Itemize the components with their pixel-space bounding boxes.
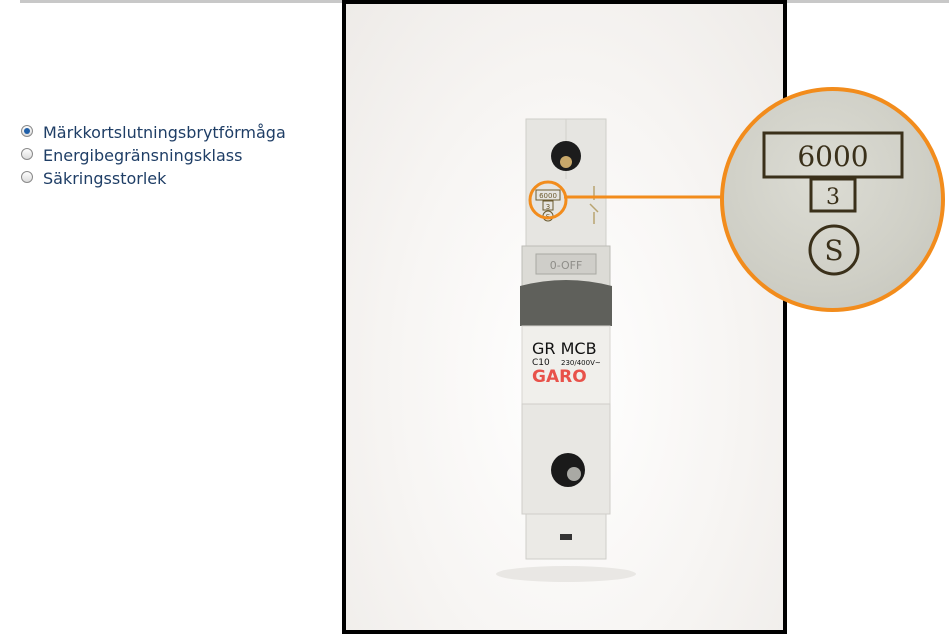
radio-unselected[interactable]	[21, 170, 33, 183]
radio-unselected[interactable]	[21, 147, 33, 160]
brand-logo: GARO	[532, 367, 587, 387]
curve-label: C10	[532, 358, 550, 368]
switch-off-label: 0-OFF	[550, 259, 583, 272]
circuit-breaker-image: 6000 3 S 0-OFF GR MCB C10 230/400V~ GARO	[496, 118, 636, 582]
voltage-label: 230/400V~	[561, 359, 601, 367]
option-label: Säkringsstorlek	[43, 169, 167, 188]
model-label: GR MCB	[532, 339, 597, 358]
highlight-circle	[528, 180, 568, 220]
option-sakringsstorlek[interactable]: Säkringsstorlek	[21, 167, 286, 190]
zoom-detail: 6000 3 S	[762, 131, 904, 276]
toggle-lever	[520, 280, 612, 326]
zoom-cert-text: S	[824, 234, 843, 267]
option-label: Energibegränsningsklass	[43, 146, 243, 165]
breaker-photo-frame: 6000 3 S 0-OFF GR MCB C10 230/400V~ GARO	[342, 0, 787, 634]
option-markkortslutningsbrytformaga[interactable]: Märkkortslutningsbrytförmåga	[21, 121, 286, 144]
zoom-magnifier: 6000 3 S	[720, 87, 945, 312]
radio-selected[interactable]	[21, 124, 33, 137]
rating-mark-text: 6000	[539, 192, 557, 200]
zoom-class-text: 3	[826, 185, 840, 210]
rating-mark	[535, 189, 561, 201]
option-label: Märkkortslutningsbrytförmåga	[43, 123, 286, 142]
zoom-rating-text: 6000	[797, 140, 868, 173]
answer-options: Märkkortslutningsbrytförmåga Energibegrä…	[21, 121, 286, 190]
class-mark-text: 3	[546, 203, 550, 211]
option-energibegransningsklass[interactable]: Energibegränsningsklass	[21, 144, 286, 167]
